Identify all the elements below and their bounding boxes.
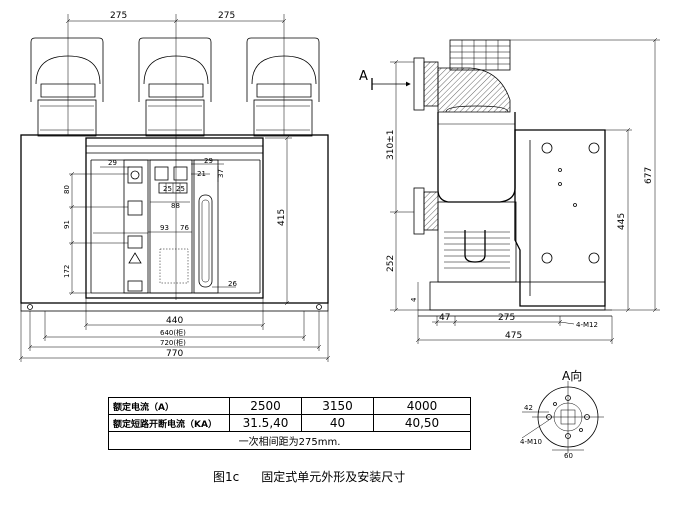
dim-310: 310±1 — [386, 130, 396, 160]
pole-head-middle — [138, 37, 212, 137]
pole-head-right — [246, 37, 320, 137]
dim-720: 720(柜) — [160, 338, 186, 347]
table-cell: 31.5,40 — [229, 414, 302, 432]
table-cell: 40,50 — [373, 414, 471, 432]
detail-view-a: A向 42 4-M10 60 — [520, 368, 604, 460]
dim-holes-4-m12: 4-M12 — [576, 321, 598, 329]
figure-title: 固定式单元外形及安装尺寸 — [261, 470, 406, 484]
table-footnote: 一次相间距为275mm. — [108, 431, 471, 450]
dim-640: 640(柜) — [160, 328, 186, 337]
table-cell: 4000 — [373, 397, 471, 415]
dim-440: 440 — [166, 316, 183, 326]
dim-26: 26 — [228, 280, 237, 288]
detail-dim-60: 60 — [564, 452, 573, 460]
dim-25-a: 25 — [163, 185, 172, 193]
dim-4: 4 — [410, 297, 418, 302]
row-label-breaking-current: 额定短路开断电流（KA） — [108, 414, 230, 432]
dim-37: 37 — [217, 169, 225, 178]
pole-head-left — [30, 37, 104, 137]
dim-25-b: 25 — [176, 185, 185, 193]
dim-pitch-left: 275 — [110, 11, 127, 21]
dim-252: 252 — [386, 255, 396, 272]
table-row: 一次相间距为275mm. — [108, 431, 471, 450]
dim-29-left: 29 — [108, 159, 117, 167]
dim-275-side: 275 — [498, 313, 515, 323]
dim-76: 76 — [180, 224, 189, 232]
dim-677: 677 — [644, 167, 654, 184]
dim-93: 93 — [160, 224, 169, 232]
dim-pitch-right: 275 — [218, 11, 235, 21]
dim-770: 770 — [166, 349, 183, 359]
dim-80: 80 — [63, 185, 71, 194]
dim-91: 91 — [63, 220, 71, 229]
table-cell: 3150 — [301, 397, 374, 415]
dim-445: 445 — [617, 213, 627, 230]
view-marker-a: A — [359, 69, 368, 84]
dim-21: 21 — [197, 170, 206, 178]
detail-dim-42: 42 — [524, 404, 533, 412]
figure-caption: 图1c 固定式单元外形及安装尺寸 — [213, 468, 427, 485]
dim-475: 475 — [505, 331, 522, 341]
row-label-rated-current: 额定电流（A） — [108, 397, 230, 415]
detail-holes-4-m10: 4-M10 — [520, 438, 542, 446]
dim-88: 88 — [171, 202, 180, 210]
dim-172: 172 — [63, 265, 71, 278]
table-cell: 40 — [301, 414, 374, 432]
detail-title: A向 — [562, 368, 582, 383]
dim-47: 47 — [439, 313, 450, 323]
front-view: 275 275 — [18, 11, 331, 362]
table-row: 额定短路开断电流（KA） 31.5,40 40 40,50 — [108, 414, 471, 432]
dim-415: 415 — [277, 209, 287, 226]
operating-panel — [85, 137, 264, 299]
side-view: A — [359, 37, 660, 344]
table-cell: 2500 — [229, 397, 302, 415]
table-row: 额定电流（A） 2500 3150 4000 — [108, 397, 471, 415]
figure-number: 图1c — [213, 470, 240, 484]
dim-29-right: 29 — [204, 157, 213, 165]
rating-table: 额定电流（A） 2500 3150 4000 额定短路开断电流（KA） 31.5… — [108, 397, 471, 450]
